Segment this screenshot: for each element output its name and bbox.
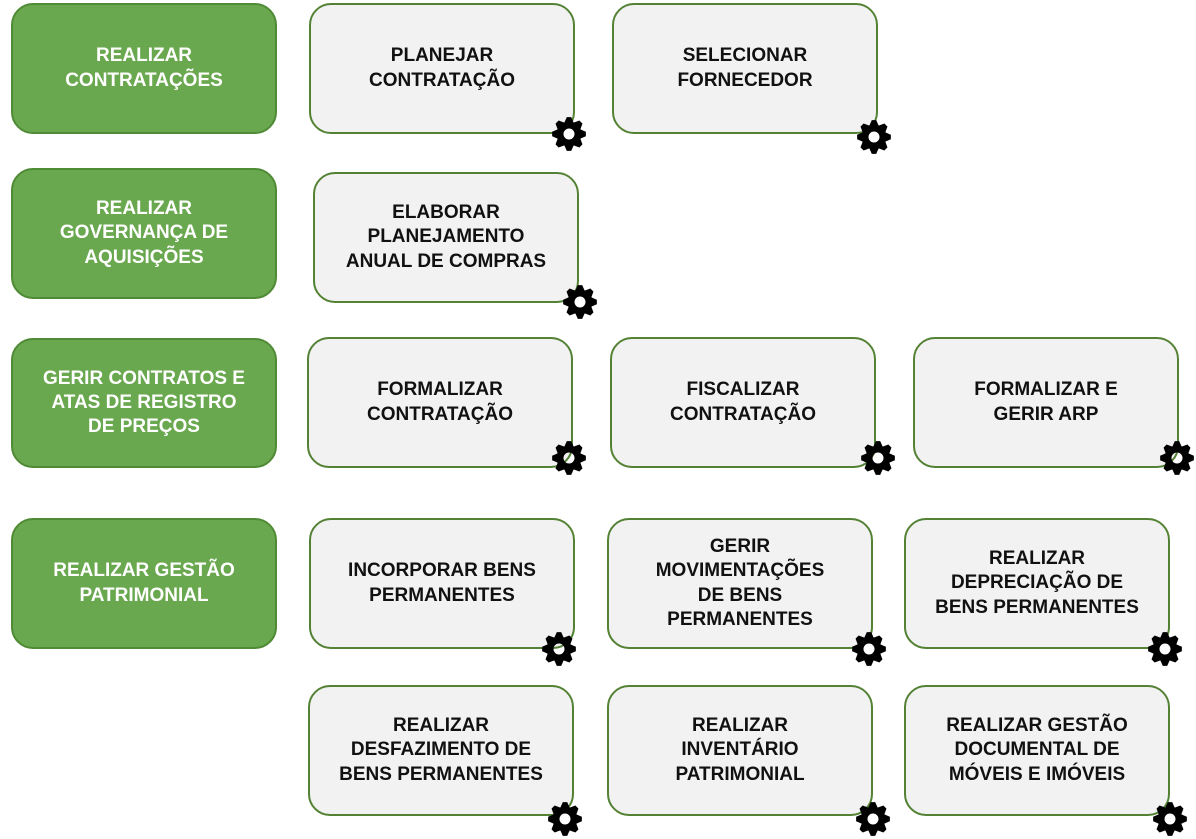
category-label: REALIZAR CONTRATAÇÕES xyxy=(65,45,223,91)
process-label: REALIZAR INVENTÁRIO PATRIMONIAL xyxy=(675,715,805,785)
gear-icon[interactable] xyxy=(1159,440,1195,476)
process-formalizar-gerir-arp[interactable]: FORMALIZAR E GERIR ARP xyxy=(913,337,1179,468)
process-label: SELECIONAR FORNECEDOR xyxy=(677,45,813,91)
process-label: ELABORAR PLANEJAMENTO ANUAL DE COMPRAS xyxy=(345,202,547,272)
gear-icon[interactable] xyxy=(547,801,583,837)
category-label: REALIZAR GESTÃO PATRIMONIAL xyxy=(53,560,235,606)
process-label: FISCALIZAR CONTRATAÇÃO xyxy=(670,379,816,425)
process-label: GERIR MOVIMENTAÇÕES DE BENS PERMANENTES xyxy=(655,535,825,630)
category-realizar-contratacoes[interactable]: REALIZAR CONTRATAÇÕES xyxy=(11,3,277,134)
process-label: REALIZAR GESTÃO DOCUMENTAL DE MÓVEIS E I… xyxy=(946,715,1128,785)
process-incorporar-bens[interactable]: INCORPORAR BENS PERMANENTES xyxy=(309,518,575,649)
gear-icon[interactable] xyxy=(855,801,891,837)
process-formalizar-contratacao[interactable]: FORMALIZAR CONTRATAÇÃO xyxy=(307,337,573,468)
gear-icon[interactable] xyxy=(541,631,577,667)
process-fiscalizar-contratacao[interactable]: FISCALIZAR CONTRATAÇÃO xyxy=(610,337,876,468)
process-label: FORMALIZAR E GERIR ARP xyxy=(974,379,1118,425)
process-label: INCORPORAR BENS PERMANENTES xyxy=(348,560,536,606)
gear-icon[interactable] xyxy=(856,119,892,155)
process-label: REALIZAR DEPRECIAÇÃO DE BENS PERMANENTES xyxy=(935,548,1139,618)
process-gestao-documental[interactable]: REALIZAR GESTÃO DOCUMENTAL DE MÓVEIS E I… xyxy=(904,685,1170,816)
process-elaborar-planejamento-anual[interactable]: ELABORAR PLANEJAMENTO ANUAL DE COMPRAS xyxy=(313,172,579,303)
process-planejar-contratacao[interactable]: PLANEJAR CONTRATAÇÃO xyxy=(309,3,575,134)
process-label: PLANEJAR CONTRATAÇÃO xyxy=(369,45,515,91)
process-realizar-depreciacao[interactable]: REALIZAR DEPRECIAÇÃO DE BENS PERMANENTES xyxy=(904,518,1170,649)
gear-icon[interactable] xyxy=(562,284,598,320)
process-realizar-desfazimento[interactable]: REALIZAR DESFAZIMENTO DE BENS PERMANENTE… xyxy=(308,685,574,816)
gear-icon[interactable] xyxy=(1147,631,1183,667)
category-label: GERIR CONTRATOS E ATAS DE REGISTRO DE PR… xyxy=(43,367,245,438)
process-gerir-movimentacoes[interactable]: GERIR MOVIMENTAÇÕES DE BENS PERMANENTES xyxy=(607,518,873,649)
process-selecionar-fornecedor[interactable]: SELECIONAR FORNECEDOR xyxy=(612,3,878,134)
gear-icon[interactable] xyxy=(551,116,587,152)
gear-icon[interactable] xyxy=(860,440,896,476)
category-governanca-aquisicoes[interactable]: REALIZAR GOVERNANÇA DE AQUISIÇÕES xyxy=(11,168,277,299)
process-label: REALIZAR DESFAZIMENTO DE BENS PERMANENTE… xyxy=(339,715,543,785)
gear-icon[interactable] xyxy=(551,440,587,476)
category-gestao-patrimonial[interactable]: REALIZAR GESTÃO PATRIMONIAL xyxy=(11,518,277,649)
process-label: FORMALIZAR CONTRATAÇÃO xyxy=(367,379,513,425)
category-label: REALIZAR GOVERNANÇA DE AQUISIÇÕES xyxy=(59,198,229,268)
category-gerir-contratos-atas[interactable]: GERIR CONTRATOS E ATAS DE REGISTRO DE PR… xyxy=(11,338,277,468)
process-realizar-inventario[interactable]: REALIZAR INVENTÁRIO PATRIMONIAL xyxy=(607,685,873,816)
gear-icon[interactable] xyxy=(851,631,887,667)
gear-icon[interactable] xyxy=(1152,801,1188,837)
